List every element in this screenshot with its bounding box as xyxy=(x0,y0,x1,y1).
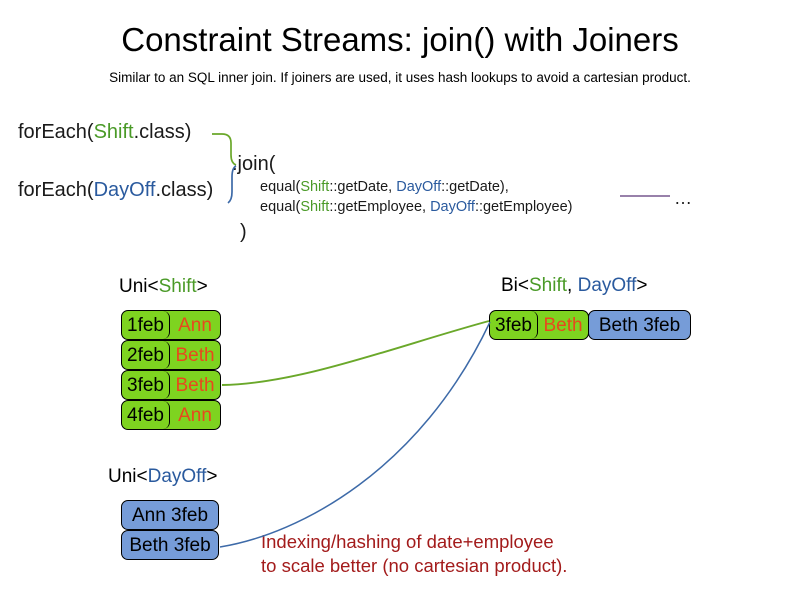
shift-fact-employee: Beth xyxy=(175,344,215,366)
code-joiner-arg-date-left-method: ::getDate, xyxy=(329,179,397,195)
match-curve-shift-icon xyxy=(221,320,490,386)
match-curve-dayoff-icon xyxy=(219,321,491,548)
code-foreach-shift-suffix: .class) xyxy=(133,121,192,143)
code-foreach-shift-type: Shift xyxy=(93,121,134,143)
shift-fact-date: 4feb xyxy=(122,401,171,429)
code-join-call: .join( xyxy=(232,153,276,175)
bi-shift-employee: Beth xyxy=(543,314,583,336)
annotation-text: Indexing/hashing of date+employee to sca… xyxy=(261,530,567,578)
annotation-line-2: to scale better (no cartesian product). xyxy=(261,555,568,576)
shift-fact-row: 3feb Beth xyxy=(121,370,221,400)
code-foreach-dayoff-type: DayOff xyxy=(93,179,156,201)
bi-shift-fact: 3feb Beth xyxy=(489,310,589,340)
annotation-line-1: Indexing/hashing of date+employee xyxy=(261,531,554,552)
dayoff-fact-box: Ann 3feb xyxy=(121,500,219,530)
shift-fact-employee: Ann xyxy=(178,314,212,336)
label-uni-dayoff-suffix: > xyxy=(206,466,218,487)
shift-fact-row: 1feb Ann xyxy=(121,310,221,340)
label-bi-separator: , xyxy=(567,275,578,296)
code-foreach-dayoff-prefix: forEach( xyxy=(18,179,94,201)
code-foreach-shift: forEach(Shift.class) xyxy=(18,120,191,144)
code-joiner-arg-employee-right-type: DayOff xyxy=(430,199,475,215)
label-uni-shift-prefix: Uni< xyxy=(119,276,159,297)
label-bi-result: Bi<Shift, DayOff> xyxy=(501,274,647,298)
code-joiner-arg-date: equal(Shift::getDate, DayOff::getDate), xyxy=(260,178,509,197)
shift-fact-date: 1feb xyxy=(122,311,171,339)
label-bi-prefix: Bi< xyxy=(501,275,529,296)
shift-fact-date: 2feb xyxy=(122,341,171,369)
code-close-paren: ) xyxy=(240,221,247,243)
label-uni-dayoff-prefix: Uni< xyxy=(108,466,148,487)
shift-fact-employee: Ann xyxy=(178,404,212,426)
code-foreach-dayoff-suffix: .class) xyxy=(155,179,214,201)
label-uni-shift-type: Shift xyxy=(158,276,197,297)
label-bi-type-a: Shift xyxy=(529,275,568,296)
shift-fact-date: 3feb xyxy=(122,371,171,399)
code-joiner-arg-employee-left-method: ::getEmployee, xyxy=(329,199,431,215)
bi-shift-date: 3feb xyxy=(490,311,539,339)
code-joiner-arg-date-right-type: DayOff xyxy=(396,179,442,195)
bi-dayoff-fact: Beth 3feb xyxy=(588,310,691,340)
page-title: Constraint Streams: join() with Joiners xyxy=(121,21,679,58)
label-uni-dayoff: Uni<DayOff> xyxy=(108,465,218,489)
dayoff-fact-box: Beth 3feb xyxy=(121,530,219,560)
code-foreach-dayoff: forEach(DayOff.class) xyxy=(18,178,213,202)
code-joiner-arg-date-right-method: ::getDate), xyxy=(441,179,509,195)
code-joiner-arg-employee-right-method: ::getEmployee) xyxy=(474,199,573,215)
shift-fact-row: 2feb Beth xyxy=(121,340,221,370)
code-joiner-arg-employee-prefix: equal( xyxy=(260,199,301,215)
code-foreach-shift-prefix: forEach( xyxy=(18,121,94,143)
shift-fact-row: 4feb Ann xyxy=(121,400,221,430)
bi-result-tuple: 3feb Beth Beth 3feb xyxy=(489,310,691,340)
label-bi-suffix: > xyxy=(636,275,648,296)
code-joiner-arg-employee-left-type: Shift xyxy=(300,199,330,215)
shift-fact-employee: Beth xyxy=(175,374,215,396)
label-uni-shift-suffix: > xyxy=(196,276,208,297)
page-subtitle: Similar to an SQL inner join. If joiners… xyxy=(109,70,691,85)
label-uni-dayoff-type: DayOff xyxy=(147,466,207,487)
code-joiner-arg-date-prefix: equal( xyxy=(260,179,301,195)
label-uni-shift: Uni<Shift> xyxy=(119,275,208,299)
code-ellipsis: … xyxy=(674,188,692,208)
label-bi-type-b: DayOff xyxy=(577,275,637,296)
code-joiner-arg-date-left-type: Shift xyxy=(300,179,330,195)
code-joiner-arg-employee: equal(Shift::getEmployee, DayOff::getEmp… xyxy=(260,198,572,217)
